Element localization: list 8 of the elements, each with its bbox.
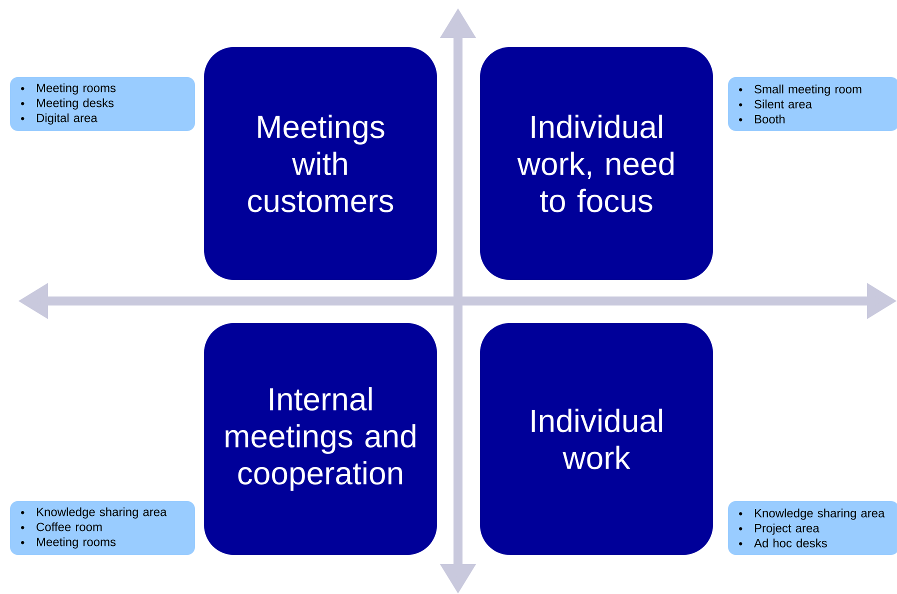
callout-box: Knowledge sharing area Coffee room Meeting rooms	[10, 501, 195, 555]
callout-box: Meeting rooms Meeting desks Digital area	[10, 77, 195, 131]
quadrant-box: Meetings with customers	[204, 47, 437, 280]
quadrant-box: Internal meetings and cooperation	[204, 323, 437, 555]
callout-box: Small meeting room Silent area Booth	[728, 77, 897, 131]
callout-box: Knowledge sharing area Project area Ad hoc desks	[728, 501, 897, 555]
quadrant-box: Individual work, need to focus	[480, 47, 713, 280]
quadrant-box: Individual work	[480, 323, 713, 555]
